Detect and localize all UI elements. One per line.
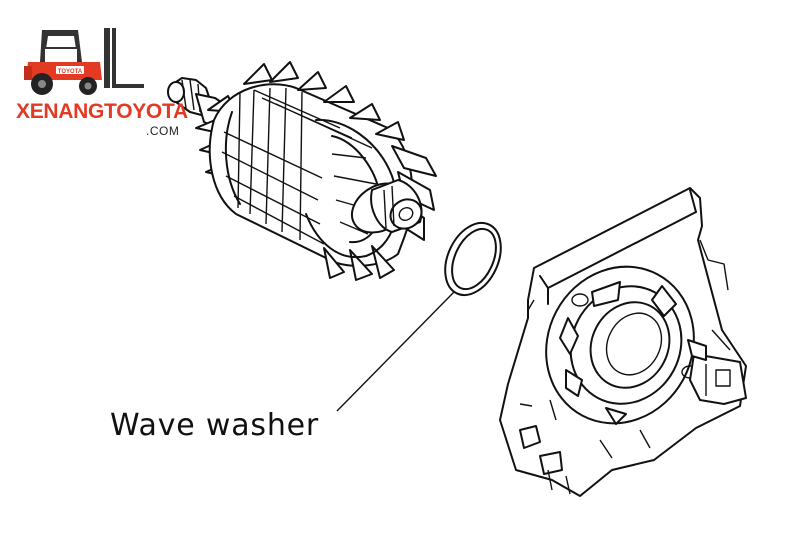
brand-logo: TOYOTA XENANGTOYOTA .COM — [14, 22, 194, 147]
logo-brand-text: XENANGTOYOTA — [16, 100, 188, 123]
wave-washer-label: Wave washer — [110, 408, 320, 443]
wave-washer-part — [444, 221, 502, 297]
forklift-icon: TOYOTA — [24, 28, 144, 95]
logo-domain-text: .COM — [146, 124, 180, 138]
callout-leader-line — [336, 291, 455, 412]
armature-part — [167, 61, 437, 281]
badge-text: TOYOTA — [58, 69, 83, 75]
end-frame-part — [499, 187, 747, 497]
